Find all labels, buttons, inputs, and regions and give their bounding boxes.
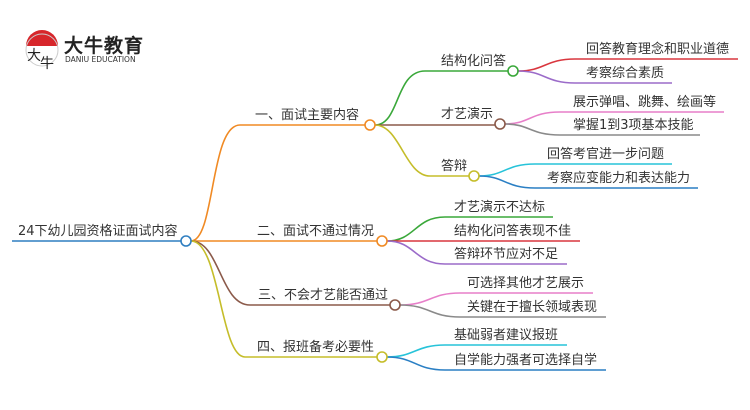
leaf-node[interactable]: 展示弹唱、跳舞、绘画等 — [573, 95, 717, 110]
logo-mark-icon: 大 牛 — [25, 30, 59, 72]
branch-1-node — [364, 119, 376, 131]
leaf-node[interactable]: 答辩环节应对不足 — [454, 247, 559, 262]
branch-3-connector — [190, 240, 390, 306]
root-node-circle — [180, 235, 192, 247]
leaf-node[interactable]: 回答教育理念和职业道德 — [586, 42, 730, 57]
sub-node-structured — [507, 65, 519, 77]
svg-text:牛: 牛 — [40, 56, 54, 72]
logo: 大 牛 大牛教育 DANIU EDUCATION — [22, 28, 172, 72]
sub-node-talent — [494, 118, 506, 130]
leaf-node[interactable]: 考察应变能力和表达能力 — [547, 171, 691, 186]
leaf-node[interactable]: 回答考官进一步问题 — [547, 147, 665, 162]
leaf-node[interactable]: 可选择其他才艺展示 — [467, 276, 585, 291]
branch-1-connector — [190, 124, 365, 242]
branch-3-node — [389, 299, 401, 311]
branch-4-node — [376, 351, 388, 363]
svg-text:大: 大 — [27, 48, 41, 64]
branch-1-label[interactable]: 一、面试主要内容 — [255, 108, 360, 123]
branch-2-node — [376, 235, 388, 247]
branch-2-label[interactable]: 二、面试不通过情况 — [257, 224, 375, 239]
leaf-node[interactable]: 基础弱者建议报班 — [454, 328, 559, 343]
leaf-node[interactable]: 掌握1到3项基本技能 — [573, 118, 694, 133]
branch-3-label[interactable]: 三、不会才艺能否通过 — [258, 288, 389, 303]
root-node-label[interactable]: 24下幼儿园资格证面试内容 — [18, 224, 178, 239]
sub-node-defense — [468, 170, 480, 182]
leaf-node[interactable]: 自学能力强者可选择自学 — [454, 353, 598, 368]
leaf-node[interactable]: 结构化问答表现不佳 — [454, 224, 572, 239]
sub-node-label[interactable]: 答辩 — [441, 159, 468, 174]
leaf-node[interactable]: 才艺演示不达标 — [454, 200, 546, 215]
leaf-node[interactable]: 考察综合素质 — [586, 66, 665, 81]
branch-4-label[interactable]: 四、报班备考必要性 — [257, 340, 375, 355]
logo-name: 大牛教育 — [64, 35, 145, 57]
branch-4-connector — [190, 240, 377, 358]
sub-node-label[interactable]: 才艺演示 — [441, 107, 494, 122]
sub-node-label[interactable]: 结构化问答 — [441, 54, 507, 69]
logo-tagline: DANIU EDUCATION — [65, 55, 136, 64]
leaf-node[interactable]: 关键在于擅长领域表现 — [467, 300, 598, 315]
